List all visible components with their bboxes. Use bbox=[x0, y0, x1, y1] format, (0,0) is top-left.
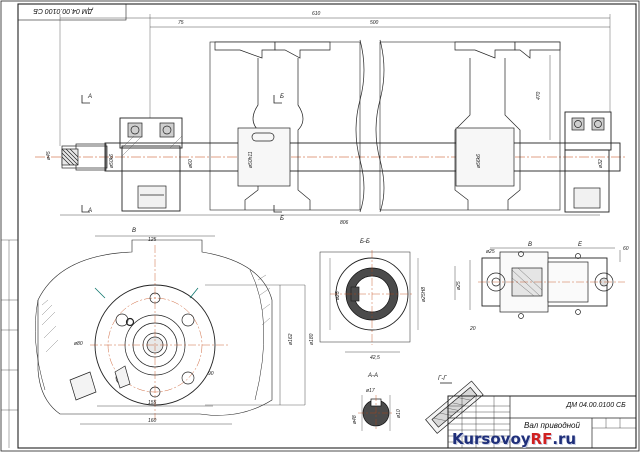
dim-flange-dia: ø162 bbox=[288, 333, 294, 345]
dim-hub-dia-right: ø56k6 bbox=[476, 154, 482, 168]
section-mark-b-top: Б bbox=[280, 94, 284, 100]
rotated-code-box bbox=[17, 3, 127, 21]
title-block-code: ДМ 04.00.0100 СБ bbox=[566, 402, 626, 409]
view-label-e: Е bbox=[578, 242, 583, 248]
dim-link-height: ø25 bbox=[456, 281, 462, 290]
drawing-frame bbox=[17, 3, 637, 449]
dim-link-pin: 60 bbox=[623, 246, 629, 252]
title-block bbox=[447, 395, 637, 449]
watermark-accent: RF bbox=[530, 430, 553, 448]
chain-link-view bbox=[454, 247, 625, 319]
dim-length: 806 bbox=[340, 220, 349, 226]
dim-keyway-depth: ø17 bbox=[366, 388, 375, 394]
watermark-suffix: .ru bbox=[552, 430, 577, 448]
section-label-gg: Г-Г bbox=[438, 376, 447, 382]
dim-hub-dia: ø50h11 bbox=[248, 151, 254, 168]
dim-section-dia: ø25 bbox=[335, 291, 341, 300]
dim-step-dia: ø60 bbox=[188, 159, 194, 168]
dim-offset: 75 bbox=[178, 20, 184, 26]
dim-right-dia: ø32 bbox=[598, 159, 604, 168]
watermark-main: Kursovoy bbox=[452, 430, 531, 448]
section-g-g bbox=[425, 380, 484, 434]
section-label-aa: А-А bbox=[367, 373, 378, 379]
main-shaft-view bbox=[35, 14, 625, 216]
dim-span: 500 bbox=[370, 20, 379, 26]
dim-end-dia: ø45 bbox=[46, 151, 52, 160]
dim-section-width: 42,5 bbox=[370, 355, 380, 361]
section-label-bb: Б-Б bbox=[360, 239, 370, 245]
dim-flange-side: 90 bbox=[208, 371, 214, 377]
section-mark-a-bottom: А bbox=[87, 208, 92, 214]
section-a-a bbox=[358, 395, 394, 431]
dim-a-dia: ø48 bbox=[352, 415, 358, 424]
dim-a-key: ø10 bbox=[396, 409, 402, 418]
dim-height: 470 bbox=[536, 91, 542, 100]
dim-flange-width: 125 bbox=[148, 237, 157, 243]
view-label-v: В bbox=[132, 228, 136, 234]
title-block-name: Вал приводной bbox=[524, 421, 580, 430]
flange-view bbox=[35, 235, 306, 425]
dim-bearing-dia: ø50k6 bbox=[109, 154, 115, 168]
dim-section-fit: ø25H8 bbox=[421, 287, 427, 302]
dim-flange-hole: ø80 bbox=[74, 341, 83, 347]
rotated-drawing-code: ДМ 04.00.0100 СБ bbox=[33, 7, 93, 14]
dim-link-hole: 20 bbox=[469, 326, 476, 332]
dim-overall: 610 bbox=[312, 11, 321, 17]
section-mark-b-bottom: Б bbox=[280, 216, 284, 222]
section-b-b bbox=[319, 250, 419, 353]
dim-flange-outer: ø180 bbox=[309, 333, 315, 345]
dim-flange-bolts: 155 bbox=[148, 400, 157, 406]
section-mark-a-top: А bbox=[87, 94, 92, 100]
view-label-v2: В bbox=[528, 242, 532, 248]
dim-flange-overall: 160 bbox=[148, 418, 157, 424]
dim-link-offset: ø25 bbox=[486, 249, 495, 255]
